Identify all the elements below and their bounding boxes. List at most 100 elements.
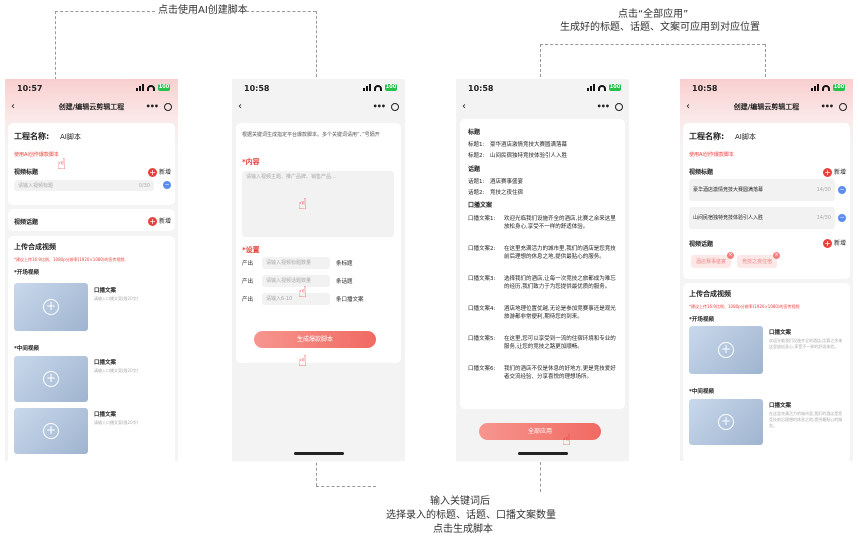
add-video-icon: + [43,423,59,439]
target-icon[interactable] [839,103,847,111]
copy-key: 口播文案5: [468,336,496,342]
annotation-line [246,11,316,12]
vc-placeholder[interactable]: 请输入口播文案(限20字) [94,296,139,301]
upload-card: 上传合成视频 *建议上传16:9比例、1080p分辨率(1920×1080)的宣… [683,283,850,461]
video-title-label: 视频标题 [689,169,714,176]
video-upload-2[interactable]: + [14,356,88,402]
annotation-line [540,44,541,77]
add-topic-button[interactable]: + 新增 [148,217,171,226]
annotation-line [55,11,155,12]
back-icon[interactable]: ‹ [462,101,466,112]
more-icon[interactable]: ••• [596,102,610,111]
copy-text: 欢迎光临我们设施齐全的酒店,比赛之余来这里放松身心,享受不一样的舒适体验。 [504,216,616,230]
tap-hand-icon: ☝ [57,155,67,173]
home-indicator [293,452,344,455]
more-icon[interactable]: ••• [372,102,386,111]
annotation-line [540,462,541,492]
vc-placeholder[interactable]: 请输入口播文案(限20字) [94,420,139,425]
annotation-line [316,11,317,77]
remove-icon[interactable]: × [727,252,735,259]
remove-icon[interactable]: × [773,252,781,259]
add-title-button[interactable]: + 新增 [823,168,846,177]
title-count-input[interactable]: 请输入视频标题数量 [262,257,330,269]
result-key: 标题1: [468,142,485,148]
battery-icon: 100 [609,84,621,91]
add-topic-button[interactable]: + 新增 [823,239,846,248]
signal-icon [136,84,144,91]
video-upload-1[interactable]: + [14,283,88,331]
generate-script-button[interactable]: 生成爆款脚本 [254,331,376,348]
titles-heading: 标题 [468,129,481,136]
target-icon[interactable] [164,103,172,111]
copy-count-input[interactable]: 请输入6-10 [262,293,330,305]
vc-title: 口播文案 [94,412,117,418]
tap-hand-icon: ☝ [298,195,308,213]
topic-card: 视频话题 + 新增 酒店赛事盛宴× 竞技之夜住宿× [683,231,850,279]
wifi-icon [822,84,830,91]
minus-icon[interactable]: − [163,181,171,189]
annotation-top-right-2: 生成好的标题、话题、文案可应用到对应位置 [560,22,760,33]
topic-count-input[interactable]: 请输入视频话题数量 [262,275,330,287]
video-upload-1[interactable]: + [689,326,763,374]
form-hint: 根据关键词生成指定平台爆款脚本。多个关键词请用“、”号隔开 [242,132,380,138]
apply-all-button[interactable]: 全部应用 [479,423,601,440]
add-video-icon: + [43,371,59,387]
target-icon[interactable] [391,103,399,111]
more-icon[interactable]: ••• [820,102,834,111]
project-name[interactable]: AI脚本 [60,133,81,141]
signal-icon [587,84,595,91]
nav-bar: ‹ ••• [232,99,405,115]
target-icon[interactable] [615,103,623,111]
topic-tag[interactable]: 竞技之夜住宿× [737,252,781,268]
annotation-bottom-2: 选择录入的标题、话题、口播文案数量 [386,510,556,521]
video-upload-3[interactable]: + [14,408,88,454]
project-name[interactable]: AI脚本 [735,133,756,141]
copy-text: 我们的酒店不仅是休息的好地方,更是竞技爱好者交流经验、分享喜悦的理想场所。 [504,366,616,380]
upload-label: 上传合成视频 [689,290,731,298]
home-indicator [517,452,568,455]
status-time: 10:57 [17,84,43,93]
battery-icon: 100 [385,84,397,91]
minus-icon[interactable]: − [838,186,846,194]
upload-card: 上传合成视频 *建议上传16:9比例、1080p分辨率(1920×1080)的宣… [8,236,175,461]
vc-text[interactable]: 欢迎光临我们设施齐全的酒店,比赛之余来这里放松身心,享受不一样的舒适体验。 [769,338,843,349]
copy-text: 在这里充满活力的城市里,我们的酒店是您竞技前后理想的休息之地,提供最贴心的服务。 [504,246,616,260]
status-time: 10:58 [468,84,494,93]
ai-create-link[interactable]: 使用AI创作爆款脚本 [14,152,59,158]
result-card: 标题 标题1: 豪华酒店激情竞技大赛圆满落幕 标题2: 山间民宿独特竞技体验引人… [460,119,625,409]
topic-tag[interactable]: 酒店赛事盛宴× [691,252,735,268]
vc-title: 口播文案 [94,288,117,294]
back-icon[interactable]: ‹ [238,101,242,112]
upload-hint: *建议上传16:9比例、1080p分辨率(1920×1080)的宣传视频 [689,304,800,309]
more-icon[interactable]: ••• [145,102,159,111]
add-title-button[interactable]: + 新增 [148,168,171,177]
vc-placeholder[interactable]: 请输入口播文案(限20字) [94,368,139,373]
result-topic: 竞技之夜住宿 [490,190,524,196]
wifi-icon [598,84,606,91]
copy-key: 口播文案1: [468,216,496,222]
vc-text[interactable]: 在这里充满活力的城市里,我们的酒店是您竞技前后理想的休息之地,提供最贴心的服务。 [769,411,843,428]
middle-label: *中间视频 [689,389,714,395]
content-input[interactable]: 请输入视频主题、推广品牌、销售产品... [242,171,394,237]
middle-label: *中间视频 [14,346,39,352]
copy-key: 口播文案3: [468,276,496,282]
minus-icon[interactable]: − [838,214,846,222]
add-video-icon: + [718,414,734,430]
annotation-line [765,44,766,77]
back-icon[interactable]: ‹ [686,101,690,112]
row-suffix: 条标题 [336,261,353,267]
back-icon[interactable]: ‹ [11,101,15,112]
plus-icon: + [823,239,833,248]
video-upload-2[interactable]: + [689,399,763,445]
signal-icon [811,84,819,91]
row-prefix: 产出 [242,279,254,285]
ai-create-link[interactable]: 使用AI创作爆款脚本 [689,152,734,158]
settings-label: *设置 [242,246,260,254]
nav-title: 创建/编辑云剪辑工程 [733,103,800,111]
battery-icon: 100 [158,84,170,91]
copy-key: 口播文案2: [468,246,496,252]
